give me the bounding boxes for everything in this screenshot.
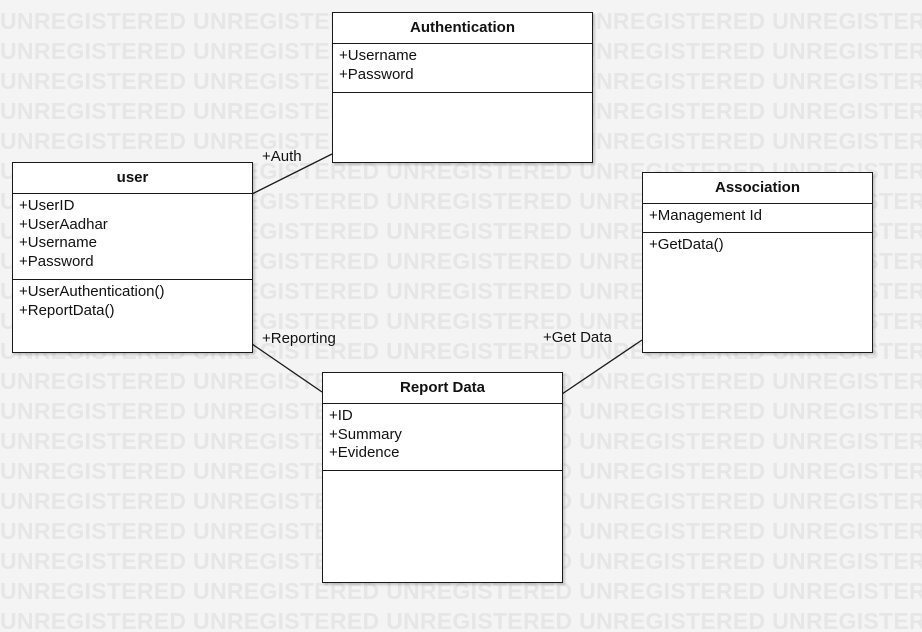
attribute: +Evidence <box>329 444 400 461</box>
auth-association-line[interactable] <box>251 153 333 195</box>
attribute: +Password <box>19 252 94 270</box>
class-report-data[interactable]: Report Data +ID +Summary +Evidence <box>322 372 563 583</box>
get-data-association-line[interactable] <box>561 339 643 395</box>
attribute: +Username <box>19 234 97 251</box>
class-report-data-name: Report Data <box>323 373 562 404</box>
reporting-association-line[interactable] <box>251 343 323 393</box>
attribute: +Management Id <box>649 207 762 224</box>
class-report-data-operations <box>323 471 562 479</box>
class-association-name: Association <box>643 173 872 204</box>
class-authentication-name: Authentication <box>333 13 592 44</box>
operation: +ReportData() <box>19 301 115 319</box>
attribute: +Summary <box>329 425 402 443</box>
class-user-name: user <box>13 163 252 194</box>
class-user-operations: +UserAuthentication() +ReportData() <box>13 280 252 325</box>
class-association-attributes: +Management Id <box>643 204 872 233</box>
class-association[interactable]: Association +Management Id +GetData() <box>642 172 873 353</box>
attribute: +Password <box>339 65 414 83</box>
class-report-data-attributes: +ID +Summary +Evidence <box>323 404 562 471</box>
class-authentication[interactable]: Authentication +Username +Password <box>332 12 593 163</box>
attribute: +Username <box>339 47 417 64</box>
attribute: +UserID <box>19 197 75 214</box>
class-authentication-attributes: +Username +Password <box>333 44 592 93</box>
class-user-attributes: +UserID +UserAadhar +Username +Password <box>13 194 252 280</box>
auth-association-label: +Auth <box>262 148 302 165</box>
get-data-association-label: +Get Data <box>543 329 612 346</box>
reporting-association-label: +Reporting <box>262 330 336 347</box>
attribute: +ID <box>329 407 353 424</box>
class-authentication-operations <box>333 93 592 101</box>
class-user[interactable]: user +UserID +UserAadhar +Username +Pass… <box>12 162 253 353</box>
attribute: +UserAadhar <box>19 215 108 233</box>
operation: +GetData() <box>649 236 724 253</box>
class-association-operations: +GetData() <box>643 233 872 260</box>
operation: +UserAuthentication() <box>19 283 165 300</box>
